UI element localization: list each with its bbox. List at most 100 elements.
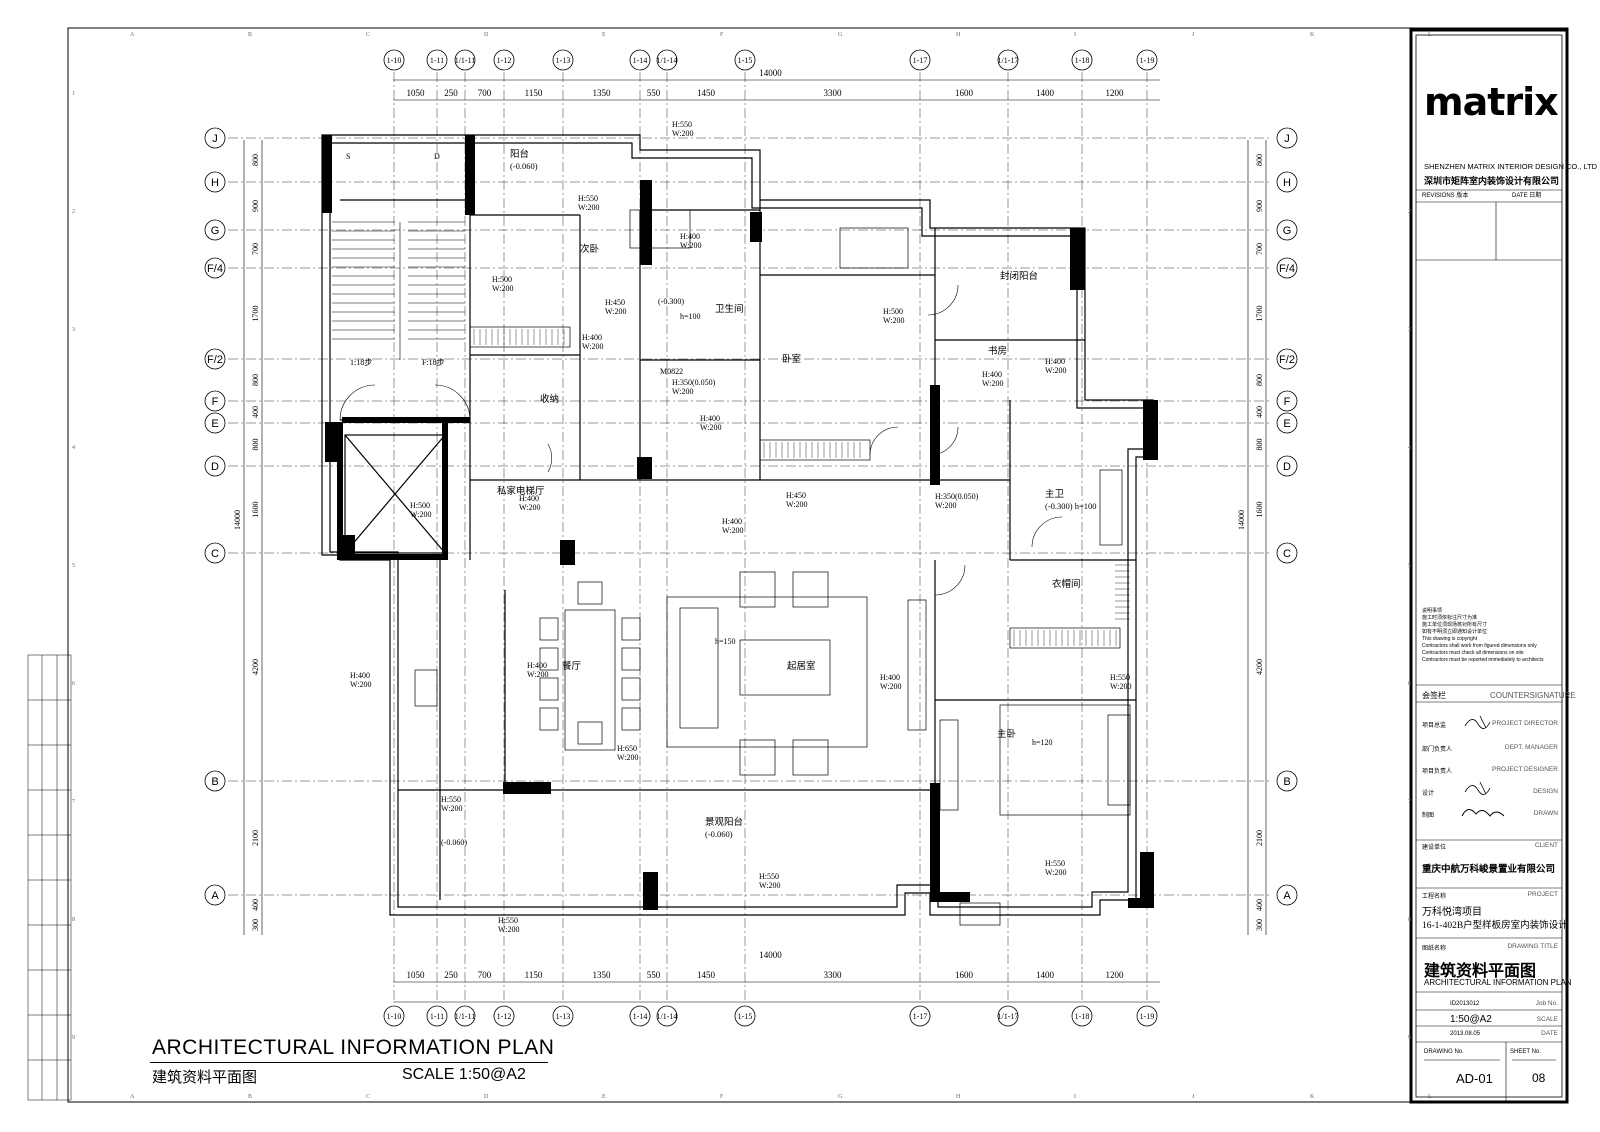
misc-label: F:18步 (422, 358, 445, 367)
role-en-2: PROJECT DESIGNER (1492, 766, 1558, 773)
grid-bubble-row: B (1276, 770, 1298, 792)
frame-row-ref: 8 (1408, 917, 1411, 923)
frame-row-ref: 5 (72, 563, 75, 569)
role-en-3: DESIGN (1533, 788, 1558, 795)
grid-bubble-col: 1-13 (552, 49, 574, 71)
frame-row-ref: 3 (1408, 327, 1411, 333)
grid-bubble-row: F (1276, 390, 1298, 412)
frame-col-ref: K (1310, 1094, 1315, 1100)
room-label: 封闭阳台 (1000, 272, 1039, 282)
grid-bubble-col: 1-18 (1071, 1005, 1093, 1027)
grid-bubble-col: 1-12 (493, 49, 515, 71)
misc-label: D (434, 152, 440, 161)
grid-row-label: D (1283, 461, 1291, 473)
grid-bubble-row: B (204, 770, 226, 792)
company-logo: matrix (1424, 80, 1559, 124)
project-line-2: 16-1-402B户型样板房室内装饰设计 (1422, 921, 1568, 931)
dim-col-text: 1400 (1036, 88, 1055, 98)
grid-row-label: G (1283, 225, 1292, 237)
grid-row-label: J (212, 133, 218, 145)
frame-col-ref: D (484, 32, 489, 38)
misc-label: h=150 (715, 637, 736, 646)
frame-row-ref: 7 (72, 799, 75, 805)
room-label: 主卧 (997, 730, 1017, 740)
dim-col-text: 1150 (525, 970, 543, 980)
misc-label: (-0.300) (658, 297, 684, 306)
frame-row-ref: 5 (1408, 563, 1411, 569)
dim-col-text: 1600 (955, 970, 974, 980)
misc-label: h=100 (680, 312, 701, 321)
dim-col-text: 1350 (593, 88, 612, 98)
dim-row-text: 4200 (1255, 659, 1264, 675)
drawing-title-cn: 建筑资料平面图 (1424, 963, 1537, 980)
role-cn-4: 制图 (1422, 813, 1435, 819)
frame-row-ref: 3 (72, 327, 75, 333)
grid-bubble-col: 1-17 (909, 49, 931, 71)
frame-col-ref: G (838, 32, 843, 38)
grid-bubble-col: 1/1-14 (657, 1005, 677, 1027)
furniture (414, 209, 1131, 926)
project-line-1: 万科悦湾项目 (1422, 907, 1482, 918)
frame-col-ref: F (720, 1094, 724, 1100)
drawing-title-label-en: DRAWING TITLE (1507, 943, 1558, 950)
dim-row-text: 400 (1255, 899, 1264, 911)
date-label: DATE (1541, 1030, 1558, 1037)
grid-bubbles: 1-101-101-111-111/1-111/1-111-121-121-13… (204, 49, 1298, 1027)
frame-col-ref: G (838, 1094, 843, 1100)
grid-bubble-col: 1/1-17 (998, 49, 1019, 71)
grid-bubble-col: 1-19 (1136, 49, 1158, 71)
grid-col-label: 1/1-17 (998, 56, 1019, 65)
grid-col-label: 1-13 (556, 1012, 571, 1021)
frame-row-ref: 4 (72, 445, 75, 451)
role-en-4: DRAWN (1533, 810, 1558, 817)
dim-col-text: 1600 (955, 88, 974, 98)
grid-row-label: H (1283, 177, 1291, 189)
job-label: Job No. (1535, 1000, 1558, 1007)
dim-row-text: 400 (251, 899, 260, 911)
scale-value: 1:50@A2 (1450, 1014, 1492, 1025)
grid-col-label: 1-15 (738, 1012, 753, 1021)
frame-col-ref: I (1074, 1094, 1076, 1100)
dim-col-text: 1150 (525, 88, 543, 98)
dim-overall-width: 14000 (759, 950, 782, 960)
project-label-cn: 工程名称 (1422, 894, 1447, 900)
job-no: ID2013012 (1450, 1001, 1480, 1007)
frame-row-ref: 8 (72, 917, 75, 923)
grid-bubble-col: 1-15 (734, 49, 756, 71)
frame-col-ref: A (130, 32, 135, 38)
frame-col-ref: J (1192, 32, 1195, 38)
grid-col-label: 1-11 (430, 1012, 444, 1021)
grid-bubble-row: C (204, 542, 226, 564)
role-cn-2: 项目负责人 (1422, 769, 1453, 775)
grid-bubble-row: G (1276, 219, 1298, 241)
rev-header: REVISIONS 版本 DATE 日期 (1422, 193, 1542, 199)
dim-col-text: 1050 (407, 88, 426, 98)
dim-row-text: 1700 (1255, 306, 1264, 322)
grid-bubble-col: 1-12 (493, 1005, 515, 1027)
frame-col-ref: J (1192, 1094, 1195, 1100)
dim-col-text: 1350 (593, 970, 612, 980)
dim-row-text: 700 (1255, 243, 1264, 255)
frame-row-ref: 4 (1408, 445, 1411, 451)
room-label: 阳台(-0.060) (510, 150, 538, 171)
dim-row-text: 800 (251, 374, 260, 386)
grid-bubble-col: 1/1-11 (454, 1005, 476, 1027)
role-en-0: PROJECT DIRECTOR (1492, 720, 1558, 727)
grid-row-label: B (1283, 776, 1290, 788)
stair-treads (332, 221, 465, 360)
grid-bubble-col: 1-11 (426, 1005, 448, 1027)
grid-col-label: 1-12 (497, 1012, 512, 1021)
misc-label: 1:18步 (350, 358, 373, 367)
dim-row-text: 300 (251, 919, 260, 931)
